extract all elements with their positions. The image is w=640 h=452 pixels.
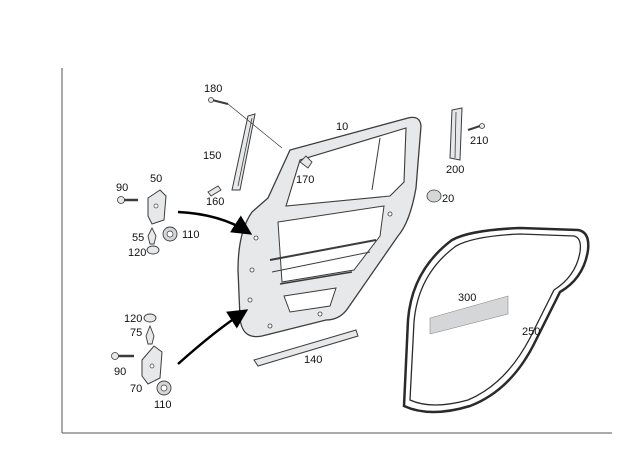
callout-150: 150 — [203, 150, 221, 162]
lower-hinge-group — [111, 313, 172, 396]
callout-170: 170 — [296, 174, 314, 186]
pillar-trim — [449, 107, 463, 161]
callout-labels: 10 20 50 55 70 75 90 90 110 110 120 120 … — [114, 83, 540, 411]
callout-140: 140 — [304, 354, 322, 366]
callout-55: 55 — [132, 232, 144, 244]
callout-50: 50 — [150, 173, 162, 185]
callout-110-lower: 110 — [154, 399, 172, 411]
callout-180: 180 — [204, 83, 222, 95]
clip-170 — [299, 155, 313, 169]
leader-line-180 — [227, 103, 283, 149]
clip-160 — [207, 185, 222, 197]
adhesive-tape — [429, 295, 509, 335]
callout-110-upper: 110 — [182, 229, 200, 241]
callout-70: 70 — [130, 383, 142, 395]
callout-250: 250 — [522, 326, 540, 338]
callout-20: 20 — [442, 193, 454, 205]
door-seal — [402, 226, 590, 414]
callout-90-lower: 90 — [114, 366, 126, 378]
callout-10: 10 — [336, 121, 348, 133]
door-shell — [237, 116, 422, 338]
callout-300: 300 — [458, 292, 476, 304]
callout-120-upper: 120 — [128, 247, 146, 259]
diagram-frame — [61, 68, 612, 434]
callout-160: 160 — [206, 196, 224, 208]
screw-210 — [467, 123, 485, 131]
screw-180 — [208, 97, 229, 105]
plug-20 — [426, 189, 442, 203]
callout-210: 210 — [470, 135, 488, 147]
callout-75: 75 — [130, 327, 142, 339]
callout-120-lower: 120 — [124, 313, 142, 325]
upper-hinge-group — [117, 189, 178, 255]
lower-hinge-arrow — [177, 309, 249, 365]
upper-hinge-arrow — [177, 210, 253, 235]
sill-trim-strip — [253, 329, 359, 367]
callout-200: 200 — [446, 164, 464, 176]
callout-90-upper: 90 — [116, 182, 128, 194]
window-channel-trim — [231, 113, 256, 191]
